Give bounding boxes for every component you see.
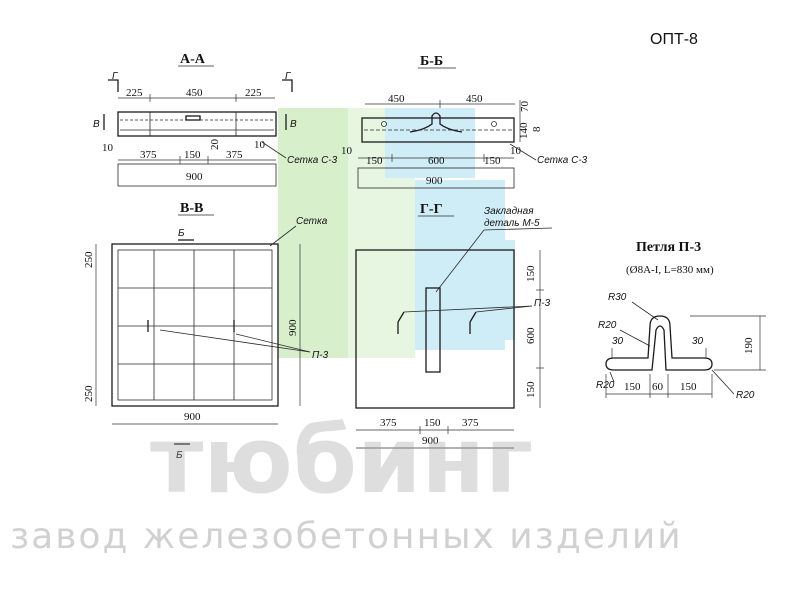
bb-dim-bottom-2: 600 bbox=[428, 155, 445, 167]
gg-leader-embed-line2: деталь М-5 bbox=[484, 218, 540, 229]
bb-dim-bottom-1: 150 bbox=[366, 155, 383, 167]
gg-dim-right-1: 150 bbox=[525, 265, 537, 282]
vv-dim-bottom: 900 bbox=[184, 411, 201, 423]
bb-dim-side-1: 70 bbox=[519, 101, 531, 113]
aa-small-1: 10 bbox=[102, 142, 114, 154]
bb-dim-bottom-3: 150 bbox=[484, 155, 501, 167]
aa-dim-bottom-1: 375 bbox=[140, 149, 157, 161]
aa-cut-mark-right: Г bbox=[285, 71, 292, 82]
vv-leader-mesh: Сетка bbox=[296, 216, 328, 227]
bb-dim-top-1: 450 bbox=[388, 93, 405, 105]
bb-leader-mesh: Сетка С-3 bbox=[537, 155, 588, 166]
aa-dim-bottom-2: 150 bbox=[184, 149, 201, 161]
watermark-tagline: завод железобетонных изделий bbox=[10, 516, 683, 557]
aa-side-mark-left: В bbox=[93, 119, 100, 130]
loop-r30: R30 bbox=[608, 292, 627, 303]
vv-dim-left-1: 250 bbox=[83, 251, 95, 268]
bb-dim-total: 900 bbox=[426, 175, 443, 187]
loop-dim-w2: 60 bbox=[652, 381, 664, 393]
bb-small-1: 10 bbox=[341, 145, 353, 157]
document-code: ОПТ-8 bbox=[650, 31, 698, 48]
loop-detail: Петля П-3 (Ø8А-I, L=830 мм) R30 R20 30 3… bbox=[596, 240, 766, 401]
gg-leader-loop: П-3 bbox=[534, 298, 551, 309]
aa-small-2: 20 bbox=[209, 139, 221, 151]
section-bb: Б-Б 450 450 70 140 8 10 10 150 600 150 9… bbox=[341, 54, 588, 189]
watermark-brand: тюбинг bbox=[150, 407, 533, 514]
loop-dim-30-left: 30 bbox=[612, 336, 624, 347]
loop-title: Петля П-3 bbox=[636, 240, 701, 255]
loop-r20-right: R20 bbox=[736, 390, 755, 401]
loop-r20-left: R20 bbox=[596, 380, 615, 391]
vv-cut-mark-bottom: Б bbox=[176, 450, 183, 461]
aa-leader-mesh: Сетка С-3 bbox=[287, 155, 338, 166]
aa-dim-top-1: 225 bbox=[126, 87, 143, 99]
section-aa-title: А-А bbox=[180, 52, 206, 67]
section-gg: Г-Г Закладная деталь М-5 П-3 150 600 150… bbox=[355, 202, 553, 449]
section-aa: А-А Г Г 225 450 225 В В 10 20 10 375 bbox=[93, 52, 338, 187]
aa-dim-top-3: 225 bbox=[245, 87, 262, 99]
section-bb-title: Б-Б bbox=[420, 54, 443, 69]
loop-spec: (Ø8А-I, L=830 мм) bbox=[626, 264, 714, 276]
vv-cut-mark-top: Б bbox=[178, 228, 185, 239]
bb-small-2: 10 bbox=[510, 145, 522, 157]
bb-dim-top-2: 450 bbox=[466, 93, 483, 105]
gg-dim-right-2: 600 bbox=[525, 327, 537, 344]
gg-leader-embed-line1: Закладная bbox=[484, 206, 534, 217]
section-vv-title: В-В bbox=[180, 201, 203, 216]
loop-dim-height: 190 bbox=[743, 337, 755, 354]
gg-dim-bottom-1: 375 bbox=[380, 417, 397, 429]
loop-dim-w3: 150 bbox=[680, 381, 697, 393]
loop-r20-top: R20 bbox=[598, 320, 617, 331]
watermark-logo bbox=[278, 108, 515, 358]
section-vv: В-В Б 250 250 900 900 Б Сетка П-3 bbox=[83, 201, 329, 461]
vv-dim-left-2: 250 bbox=[83, 385, 95, 402]
aa-cut-mark-left: Г bbox=[112, 71, 119, 82]
aa-side-mark-right: В bbox=[290, 119, 297, 130]
gg-dim-total: 900 bbox=[422, 435, 439, 447]
gg-dim-bottom-3: 375 bbox=[462, 417, 479, 429]
loop-dim-30-right: 30 bbox=[692, 336, 704, 347]
bb-dim-side-3: 8 bbox=[531, 126, 543, 132]
gg-dim-bottom-2: 150 bbox=[424, 417, 441, 429]
vv-dim-right: 900 bbox=[287, 319, 299, 336]
aa-dim-top-2: 450 bbox=[186, 87, 203, 99]
aa-small-3: 10 bbox=[254, 139, 266, 151]
gg-dim-right-3: 150 bbox=[525, 381, 537, 398]
section-gg-title: Г-Г bbox=[420, 202, 443, 217]
bb-dim-side-2: 140 bbox=[518, 122, 530, 139]
loop-dim-w1: 150 bbox=[624, 381, 641, 393]
aa-dim-total: 900 bbox=[186, 171, 203, 183]
vv-leader-loop: П-3 bbox=[312, 350, 329, 361]
aa-dim-bottom-3: 375 bbox=[226, 149, 243, 161]
